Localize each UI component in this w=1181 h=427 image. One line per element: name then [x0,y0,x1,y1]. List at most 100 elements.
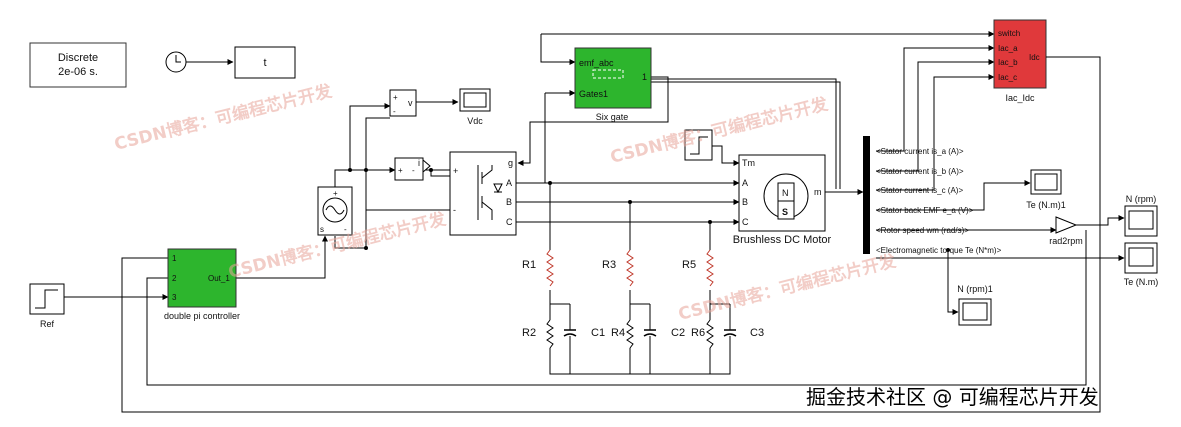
six-gate-block[interactable]: emf_abc Gates1 1 Six gate [574,47,652,122]
scope-te1-label: Te (N.m)1 [1026,200,1066,210]
inv-port-c: C [506,217,513,227]
label-c1: C1 [591,327,605,339]
iac-in-c: Iac_c [998,73,1017,82]
watermark-footer: 掘金技术社区 @ 可编程芯片开发 [806,385,1099,409]
scope-n1-label: N (rpm)1 [957,284,993,294]
capacitor-c2 [643,304,657,360]
label-r4: R4 [611,327,625,339]
label-r2: R2 [522,327,536,339]
dc-plus: + [333,189,338,198]
bus-signal-emf: <Stator back EMF e_a (V)> [876,206,974,215]
iac-in-switch: switch [998,29,1020,38]
ref-label: Ref [40,319,55,329]
scope-vdc-label: Vdc [467,116,483,126]
label-r3: R3 [602,259,616,271]
motor-s: S [782,207,788,217]
dc-s: s [320,225,324,234]
label-c3: C3 [750,327,764,339]
vm-label: v [408,98,413,108]
six-gate-out: 1 [642,72,647,82]
motor-port-tm: Tm [742,158,755,168]
label-r6: R6 [691,327,705,339]
bus-signal-is-b: <Stator current is_b (A)> [876,167,964,176]
inv-port-a: A [506,178,512,188]
scope-te1[interactable]: Te (N.m)1 [1026,169,1066,210]
controller-label: double pi controller [164,311,240,321]
vm-plus: + [393,93,398,102]
resistor-r2 [546,319,554,349]
iac-in-b: Iac_b [998,58,1018,67]
motor-n: N [782,188,789,198]
capacitor-c3 [723,304,737,360]
rad2rpm-label: rad2rpm [1049,236,1083,246]
vm-minus: - [393,107,396,116]
motor-port-m: m [814,187,822,197]
watermark-1: CSDN博客：可编程芯片开发 [112,80,335,155]
ctrl-in3: 3 [172,293,177,302]
resistor-r6 [706,319,714,349]
scope-te2[interactable]: Te (N.m) [1124,242,1159,287]
ctrl-in1: 1 [172,254,177,263]
torque-step-block[interactable] [684,129,713,161]
ref-step-block[interactable]: Ref [29,283,65,329]
clock-block[interactable] [165,51,187,73]
resistor-r4 [626,319,634,349]
iac-out: Idc [1029,53,1040,62]
bus-signal-labels: <Stator current is_a (A)> <Stator curren… [876,147,1002,255]
signal-wires [64,31,1125,413]
bus-signal-is-c: <Stator current is_c (A)> [876,186,963,195]
inverter-block[interactable]: g A B C + - [449,151,517,236]
iac-in-a: Iac_a [998,44,1018,53]
double-pi-controller-block[interactable]: 1 2 3 Out_1 double pi controller [164,248,240,321]
motor-label: Brushless DC Motor [733,234,832,246]
capacitor-c1 [563,304,577,360]
inv-port-b: B [506,197,512,207]
bldc-motor-block[interactable]: N S Tm A B C m Brushless DC Motor [733,154,832,246]
scope-n1[interactable]: N (rpm)1 [957,284,993,326]
scope-vdc[interactable]: Vdc [459,88,491,126]
dc-voltage-source[interactable]: + - s [317,186,353,236]
label-c2: C2 [671,327,685,339]
watermark-4: CSDN博客：可编程芯片开发 [676,250,899,325]
t-display-label: t [263,57,266,69]
iac-idc-label: Iac_Idc [1005,93,1035,103]
motor-port-b: B [742,197,748,207]
resistor-r3 [626,249,634,287]
resistor-r5 [706,249,714,287]
iac-idc-block[interactable]: switch Iac_a Iac_b Iac_c Idc Iac_Idc [993,19,1047,103]
powergui-line1: Discrete [58,52,98,64]
rc-network: R1 R2 R3 R4 R5 R6 C1 C2 C3 [522,249,764,360]
motor-port-c: C [742,217,749,227]
ctrl-in2: 2 [172,274,177,283]
motor-port-a: A [742,178,748,188]
current-measurement-block[interactable]: + - i [394,157,431,181]
resistor-r1 [546,249,554,287]
powergui-line2: 2e-06 s. [58,66,98,78]
scope-n-label: N (rpm) [1126,194,1157,204]
rad2rpm-gain[interactable]: rad2rpm [1049,216,1083,246]
voltage-measurement-block[interactable]: + - v [389,89,417,117]
six-gate-in-top: emf_abc [579,58,614,68]
bus-signal-torque: <Electromagnetic torque Te (N*m)> [876,246,1002,255]
label-r5: R5 [682,259,696,271]
cm-minus: - [412,166,415,175]
six-gate-in-bottom: Gates1 [579,89,608,99]
cm-plus: + [398,166,403,175]
t-display-block[interactable]: t [234,46,296,79]
watermarks: CSDN博客：可编程芯片开发 CSDN博客：可编程芯片开发 CSDN博客：可编程… [112,80,1099,409]
bus-signal-is-a: <Stator current is_a (A)> [876,147,964,156]
powergui-block[interactable]: Discrete 2e-06 s. [29,42,127,88]
dc-minus: - [344,225,347,234]
inv-port-plus: + [453,166,458,176]
six-gate-label: Six gate [596,112,629,122]
label-r1: R1 [522,259,536,271]
scope-n[interactable]: N (rpm) [1124,194,1158,237]
scope-te2-label: Te (N.m) [1124,277,1159,287]
inv-port-minus: - [453,205,456,215]
ctrl-out: Out_1 [208,274,230,283]
inv-port-g: g [508,158,513,168]
cm-label: i [418,158,420,168]
bus-selector[interactable] [863,136,870,254]
